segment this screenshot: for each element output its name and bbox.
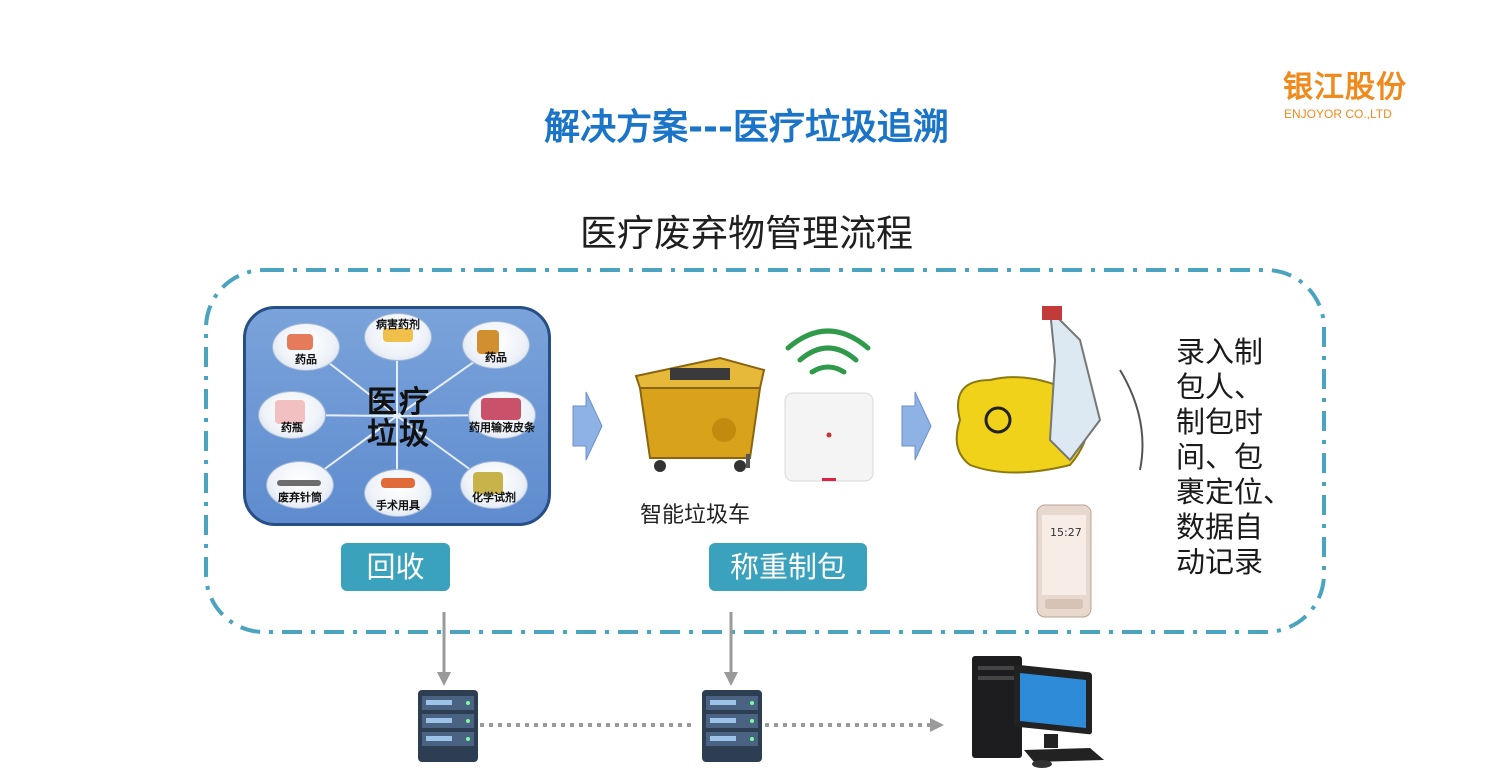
server-icon [418,690,478,762]
waste-thumb-label: 药瓶 [281,421,303,434]
waste-thumb-label: 病害药剂 [376,318,420,331]
dotted-link-computer [765,718,944,732]
waste-cart-icon [634,356,766,472]
section-title: 医疗废弃物管理流程 [580,212,913,255]
wifi-icon [785,328,871,375]
smart-cart-label: 智能垃圾车 [640,503,751,528]
step-recycle-label: 回收 [341,543,450,591]
waste-thumb-label: 药品 [485,351,507,364]
waste-center-line1: 医疗 [367,385,431,420]
server-icon [702,690,762,762]
arrow-right-icon [572,391,603,461]
arrow-right-icon [901,391,932,461]
waste-thumb-label: 手术用具 [376,499,420,512]
waste-thumb: 药品 [272,323,340,371]
down-connector-1 [437,612,451,686]
waste-center-line2: 垃圾 [367,417,431,452]
brand-logo-en: ENJOYOR CO.,LTD [1284,107,1392,121]
router-icon [784,392,874,482]
record-info-text: 录入制 包人、 制包时 间、包 裹定位、 数据自 动记录 [1176,335,1293,579]
waste-thumb-label: 药用输液皮条 [469,421,535,434]
waste-thumb: 病害药剂 [364,313,432,361]
waste-thumb: 手术用具 [364,469,432,517]
waste-thumb: 药用输液皮条 [468,391,536,439]
down-connector-2 [724,612,738,686]
waste-thumb-label: 化学试剂 [472,491,516,504]
waste-thumb: 药品 [462,321,530,369]
waste-center-label: 医疗 垃圾 [364,387,434,451]
computer-icon [972,656,1104,768]
waste-thumb: 化学试剂 [460,461,528,509]
waste-thumb: 药瓶 [258,391,326,439]
waste-thumb-label: 药品 [295,353,317,366]
biohazard-bag-icon [955,306,1144,474]
brand-logo-cn: 银江股份 [1283,70,1407,105]
slide-title: 解决方案---医疗垃圾追溯 [544,107,949,148]
waste-thumb-label: 废弃针筒 [278,491,322,504]
phone-time: 15:27 [1050,526,1082,539]
phone-icon [1036,504,1092,618]
step-weigh-pack-label: 称重制包 [709,543,867,591]
medical-waste-card: 医疗 垃圾 药品 病害药剂 药品 药瓶 药用输液皮条 废弃针筒 手术用具 化学试… [243,306,551,526]
waste-thumb: 废弃针筒 [266,461,334,509]
